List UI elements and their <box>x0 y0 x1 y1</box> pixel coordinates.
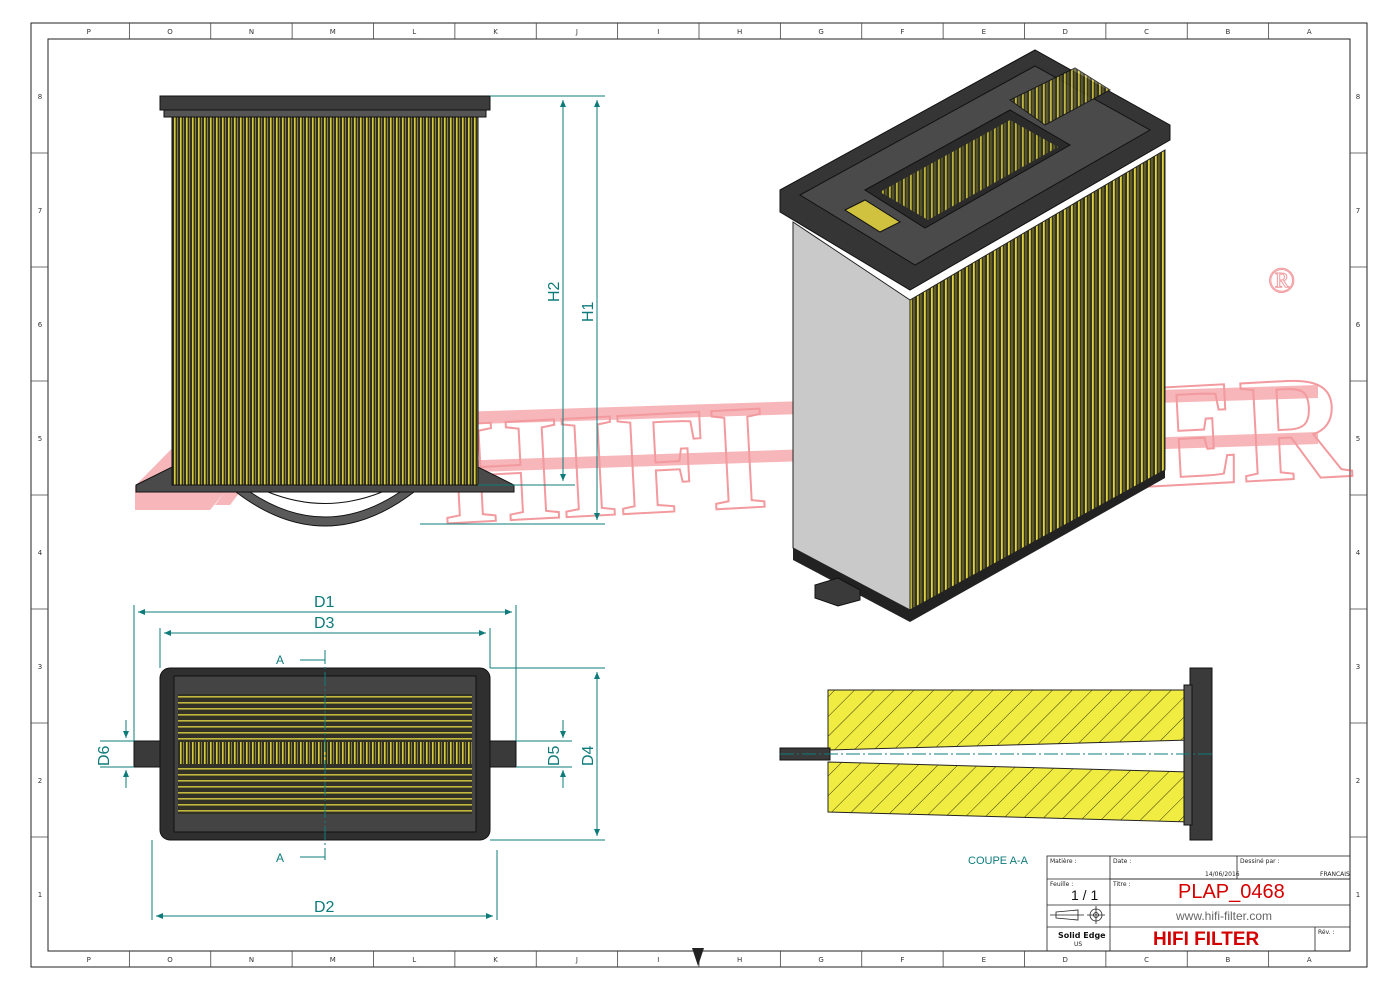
tb-software: Solid Edge <box>1058 931 1106 940</box>
dim-h1-label: H1 <box>580 301 597 322</box>
zone-label-bottom: G <box>818 956 823 964</box>
zone-label-top: C <box>1144 28 1149 36</box>
zone-label-top: G <box>818 28 823 36</box>
tb-date-value: 14/06/2016 <box>1205 871 1240 878</box>
isometric-view <box>779 49 1171 622</box>
zone-label-top: I <box>657 28 659 36</box>
section-marker-top: A <box>276 653 284 667</box>
zone-label-top: E <box>982 28 986 36</box>
zone-label-left: 6 <box>38 321 43 329</box>
zone-label-left: 8 <box>38 93 42 101</box>
zone-label-top: P <box>87 28 91 36</box>
zone-label-bottom: F <box>900 956 904 964</box>
dim-d3-label: D3 <box>314 615 335 632</box>
zone-label-top: L <box>412 28 416 36</box>
zone-label-top: D <box>1062 28 1067 36</box>
zone-label-bottom: K <box>493 956 498 964</box>
top-view: A A <box>133 650 517 865</box>
zone-label-bottom: B <box>1226 956 1231 964</box>
zone-label-top: F <box>900 28 904 36</box>
zone-label-top: N <box>249 28 254 36</box>
zone-label-bottom: O <box>167 956 173 964</box>
section-view-title: COUPE A-A <box>968 855 1029 867</box>
zone-label-bottom: P <box>87 956 91 964</box>
zone-label-bottom: C <box>1144 956 1149 964</box>
title-block <box>1046 855 1351 952</box>
left-spigot <box>133 740 161 768</box>
front-bottom-handle <box>234 491 416 527</box>
zone-label-right: 8 <box>1356 93 1360 101</box>
zone-label-right: 5 <box>1356 435 1360 443</box>
dim-h2-label: H2 <box>546 281 563 302</box>
zone-label-bottom: A <box>1307 956 1312 964</box>
tb-titre-label: Titre : <box>1112 881 1130 888</box>
front-pleat-pack <box>171 116 479 486</box>
tb-matiere-label: Matière : <box>1050 858 1077 865</box>
tb-dessine-value: FRANCAIS <box>1320 871 1350 878</box>
zone-label-bottom: E <box>982 956 986 964</box>
tb-dessine-label: Dessiné par : <box>1240 858 1280 865</box>
section-marker-bottom: A <box>276 851 284 865</box>
tb-feuille-label: Feuille : <box>1050 881 1073 888</box>
zone-label-right: 2 <box>1356 777 1360 785</box>
zone-label-left: 5 <box>38 435 42 443</box>
tb-software-sub: US <box>1074 941 1082 948</box>
zone-label-top: B <box>1226 28 1231 36</box>
zone-ticks <box>31 23 1367 967</box>
tb-part-number: PLAP_0468 <box>1178 881 1285 903</box>
iso-bottom-foot <box>814 577 861 607</box>
front-top-cap <box>159 95 491 111</box>
tb-date-label: Date : <box>1113 858 1131 865</box>
zone-label-right: 7 <box>1356 207 1360 215</box>
zone-label-bottom: I <box>657 956 659 964</box>
right-spigot <box>489 740 517 768</box>
zone-label-left: 4 <box>38 549 43 557</box>
tb-rev-label: Rév. : <box>1318 929 1335 936</box>
dim-d2-label: D2 <box>314 899 335 916</box>
zone-label-top: J <box>575 28 578 36</box>
zone-label-left: 2 <box>38 777 42 785</box>
zone-label-right: 4 <box>1356 549 1361 557</box>
dim-d6-label: D6 <box>96 745 113 766</box>
zone-label-bottom: H <box>737 956 742 964</box>
zone-label-top: A <box>1307 28 1312 36</box>
zone-label-bottom: N <box>249 956 254 964</box>
front-bottom-base <box>135 466 515 493</box>
watermark-registered-mark: ® <box>1268 260 1295 300</box>
zone-label-bottom: J <box>575 956 578 964</box>
zone-label-bottom: L <box>412 956 416 964</box>
dim-d4-label: D4 <box>580 745 597 766</box>
front-view <box>135 95 515 527</box>
width-dimensions: D1 D3 D2 D4 D5 D6 <box>96 594 605 920</box>
tb-feuille-value: 1 / 1 <box>1071 887 1098 903</box>
zone-label-right: 3 <box>1356 663 1360 671</box>
iso-side-panel <box>792 221 911 611</box>
zone-label-top: M <box>330 28 336 36</box>
zone-label-top: H <box>737 28 742 36</box>
zone-label-top: O <box>167 28 173 36</box>
section-view: COUPE A-A <box>779 667 1213 867</box>
tb-website: www.hifi-filter.com <box>1175 909 1272 923</box>
zone-label-left: 7 <box>38 207 42 215</box>
projection-symbol-icon <box>1050 906 1105 924</box>
zone-label-top: K <box>493 28 498 36</box>
tb-brand: HIFI FILTER <box>1153 929 1260 950</box>
zone-label-left: 1 <box>38 891 42 899</box>
zone-label-bottom: M <box>330 956 336 964</box>
section-upper-hatch <box>827 689 1191 751</box>
centering-arrow-icon <box>692 948 704 966</box>
height-dimensions: H2 H1 <box>420 95 605 525</box>
zone-label-left: 3 <box>38 663 42 671</box>
zone-labels: P P O O N N M M L L K K J J I I H H G G F F E E D D C C B B A A 8 8 7 7 6 6 5 5… <box>38 28 1361 964</box>
dim-d5-label: D5 <box>546 745 563 766</box>
zone-label-right: 1 <box>1356 891 1360 899</box>
section-lower-hatch <box>827 761 1191 823</box>
zone-label-right: 6 <box>1356 321 1361 329</box>
zone-label-bottom: D <box>1062 956 1067 964</box>
dim-d1-label: D1 <box>314 594 335 611</box>
